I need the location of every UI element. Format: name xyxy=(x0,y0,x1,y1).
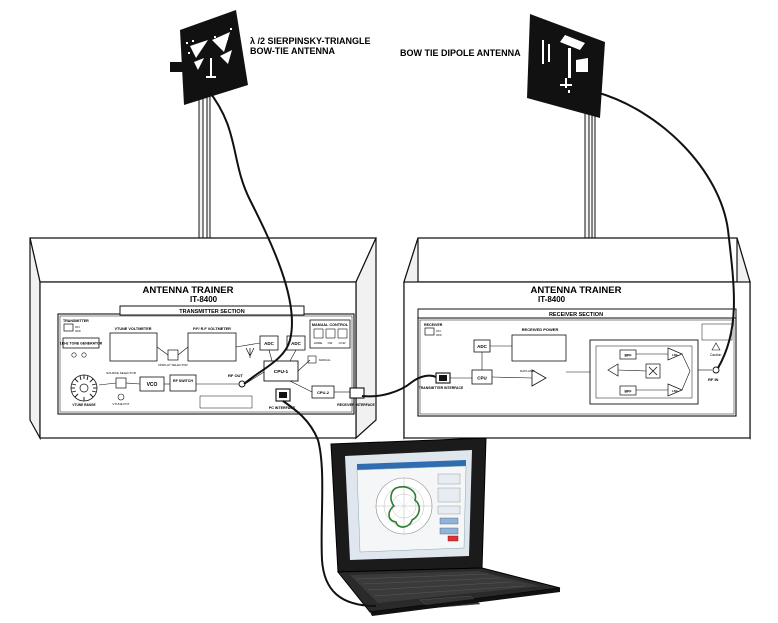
display-selector-switch[interactable] xyxy=(167,349,179,361)
svg-text:ON: ON xyxy=(436,329,441,333)
svg-text:LNA: LNA xyxy=(672,353,678,357)
svg-text:DATA AMP: DATA AMP xyxy=(520,369,535,373)
rf-frontend-frame xyxy=(589,339,699,405)
rf-switch-block xyxy=(169,374,197,392)
antenna-symbol-icon xyxy=(245,347,255,358)
svg-text:OFF: OFF xyxy=(436,333,442,337)
transmitter-model: IT-8400 xyxy=(190,295,218,304)
svg-text:Caution: Caution xyxy=(710,353,722,357)
vtune-voltmeter-display xyxy=(109,332,158,362)
tone-switch[interactable] xyxy=(71,352,77,358)
svg-text:TRANSMITTER INTERFACE: TRANSMITTER INTERFACE xyxy=(419,386,464,390)
sierpinski-bowtie-antenna xyxy=(166,10,248,271)
manual-switch[interactable] xyxy=(307,355,317,364)
bpf-2 xyxy=(619,385,637,396)
svg-text:OFF: OFF xyxy=(75,329,81,333)
left-antenna-title-2: BOW-TIE ANTENNA xyxy=(250,46,335,56)
svg-text:RF OUT: RF OUT xyxy=(228,373,243,378)
svg-text:DISPLAY SELECTOR: DISPLAY SELECTOR xyxy=(158,363,188,367)
svg-text:P.F/ R.F VOLTMETER: P.F/ R.F VOLTMETER xyxy=(193,327,231,331)
receiver-model: IT-8400 xyxy=(538,295,566,304)
svg-text:CW: CW xyxy=(328,341,333,345)
svg-text:RECEIVER: RECEIVER xyxy=(424,323,443,327)
svg-text:MANUAL CONTROL: MANUAL CONTROL xyxy=(312,323,349,327)
polar-plot xyxy=(375,477,433,535)
left-antenna-title-1: λ /2 SIERPINSKY-TRIANGLE xyxy=(250,36,371,46)
transmitter-panel-components: TRANSMITTER ON OFF 1KHz TONE GENERATOR V… xyxy=(60,319,376,410)
svg-text:CPU-1: CPU-1 xyxy=(274,369,289,375)
svg-text:CPU-2: CPU-2 xyxy=(317,390,330,395)
svg-text:ON: ON xyxy=(75,325,80,329)
svg-text:CPU: CPU xyxy=(477,376,487,381)
source-selector-switch[interactable] xyxy=(115,377,127,389)
rx-power-switch[interactable] xyxy=(424,327,435,336)
tx-power-label: TRANSMITTER xyxy=(63,319,89,323)
svg-text:RF IN: RF IN xyxy=(708,377,719,382)
svg-text:PC INTERFACE: PC INTERFACE xyxy=(269,406,296,410)
svg-text:MANUAL: MANUAL xyxy=(319,358,331,362)
receiver-panel-components: RECEIVER ON OFF RECEIVED POWER ADC CPU T… xyxy=(419,323,733,405)
svg-text:HOME: HOME xyxy=(314,341,323,345)
svg-text:ADC: ADC xyxy=(477,344,487,349)
bowtie-dipole-antenna xyxy=(527,14,611,269)
svg-text:BPF: BPF xyxy=(625,390,633,394)
svg-text:ADC: ADC xyxy=(291,341,301,346)
tx-power-switch[interactable] xyxy=(63,323,74,332)
receiver-title: ANTENNA TRAINER xyxy=(531,285,622,296)
svg-text:CCW: CCW xyxy=(339,341,346,345)
svg-text:RF SWITCH: RF SWITCH xyxy=(173,379,193,383)
svg-text:RECEIVED POWER: RECEIVED POWER xyxy=(522,327,559,332)
cw-button[interactable] xyxy=(325,328,336,339)
bpf-1 xyxy=(619,349,637,360)
home-button[interactable] xyxy=(313,328,324,339)
rx-caution-icon xyxy=(711,342,721,351)
rf-in-connector[interactable] xyxy=(712,366,720,374)
receiver-interface-port[interactable] xyxy=(349,387,365,399)
transmitter-title: ANTENNA TRAINER xyxy=(143,285,234,296)
vtune-range-dial[interactable] xyxy=(70,374,98,402)
svg-text:1KHz TONE GENERATOR: 1KHz TONE GENERATOR xyxy=(60,342,103,346)
receiver-section-label: RECEIVER SECTION xyxy=(549,312,603,318)
pf-voltmeter-display xyxy=(187,332,237,362)
transmitter-section-label: TRANSMITTER SECTION xyxy=(179,309,244,315)
svg-text:VTUNE RANGE: VTUNE RANGE xyxy=(72,403,95,407)
svg-text:VTUNE VOLTMETER: VTUNE VOLTMETER xyxy=(114,327,151,331)
received-power-display xyxy=(511,334,567,362)
svg-text:LNA: LNA xyxy=(672,389,678,393)
svg-text:VTUNE POT: VTUNE POT xyxy=(112,402,129,406)
right-antenna-title: BOW TIE DIPOLE ANTENNA xyxy=(400,48,521,58)
ccw-button[interactable] xyxy=(337,328,348,339)
svg-text:VCO: VCO xyxy=(147,382,158,388)
tone-generator-block xyxy=(62,337,100,349)
vtune-pot-knob[interactable] xyxy=(117,393,125,401)
svg-text:BPF: BPF xyxy=(625,354,633,358)
svg-text:RECEIVER INTERFACE: RECEIVER INTERFACE xyxy=(337,403,375,407)
svg-text:ADC: ADC xyxy=(264,341,274,346)
svg-text:SOURCE SELECTOR: SOURCE SELECTOR xyxy=(106,371,137,375)
receiver-trainer-box xyxy=(403,237,751,440)
laptop xyxy=(330,437,561,616)
cables xyxy=(207,89,735,607)
